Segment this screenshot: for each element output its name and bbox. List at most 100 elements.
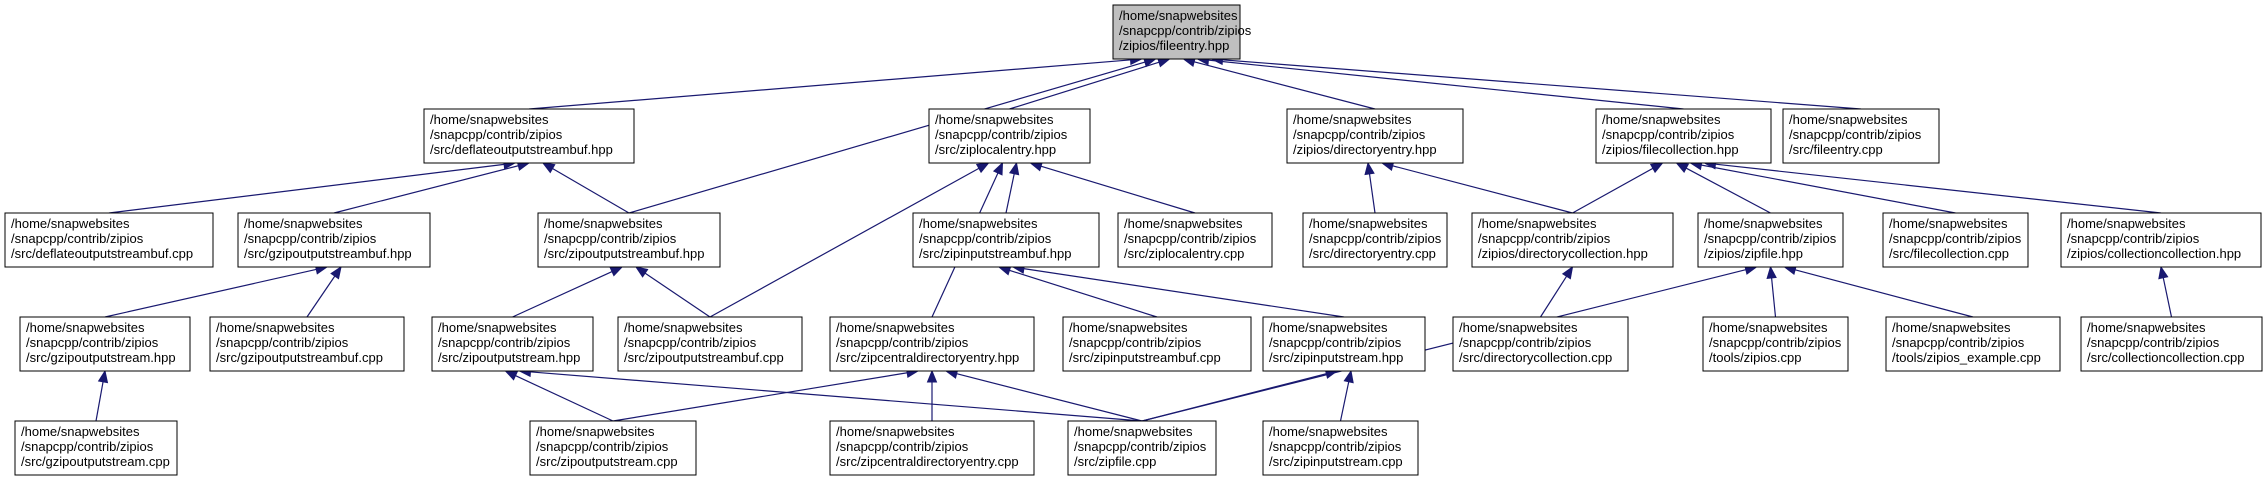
edge-line	[1207, 59, 1684, 110]
node-direntry-hpp[interactable]: /home/snapwebsites/snapcpp/contrib/zipio…	[1286, 108, 1464, 164]
node-label-line: /home/snapwebsites	[1309, 216, 1428, 231]
node-deflate-cpp[interactable]: /home/snapwebsites/snapcpp/contrib/zipio…	[4, 212, 214, 268]
node-label-line: /snapcpp/contrib/zipios	[1789, 127, 1922, 142]
edge-line	[514, 374, 614, 422]
node-label-line: /src/collectioncollection.cpp	[2087, 350, 2245, 365]
node-gzipbuf-cpp[interactable]: /home/snapwebsites/snapcpp/contrib/zipio…	[209, 316, 405, 372]
node-zipios-example-cpp[interactable]: /home/snapwebsites/snapcpp/contrib/zipio…	[1885, 316, 2061, 372]
node-gzipstream-hpp[interactable]: /home/snapwebsites/snapcpp/contrib/zipio…	[19, 316, 191, 372]
node-label-line: /home/snapwebsites	[216, 320, 335, 335]
node-zipinbuf-cpp[interactable]: /home/snapwebsites/snapcpp/contrib/zipio…	[1062, 316, 1252, 372]
node-label-line: /snapcpp/contrib/zipios	[430, 127, 563, 142]
node-zipcentral-cpp[interactable]: /home/snapwebsites/snapcpp/contrib/zipio…	[829, 420, 1035, 476]
node-label-line: /src/gzipoutputstream.hpp	[26, 350, 176, 365]
node-fileentry-hpp: /home/snapwebsites/snapcpp/contrib/zipio…	[1112, 4, 1252, 60]
edge-zipios-example-cpp-to-zipfile-hpp	[1783, 264, 1974, 318]
edge-line	[1700, 164, 1956, 214]
node-label-line: /home/snapwebsites	[1069, 320, 1188, 335]
node-collcoll-hpp[interactable]: /home/snapwebsites/snapcpp/contrib/zipio…	[2060, 212, 2262, 268]
node-filecoll-cpp[interactable]: /home/snapwebsites/snapcpp/contrib/zipio…	[1882, 212, 2029, 268]
arrowhead-icon	[330, 265, 342, 280]
node-zipinbuf-hpp[interactable]: /home/snapwebsites/snapcpp/contrib/zipio…	[912, 212, 1100, 268]
node-direntry-cpp[interactable]: /home/snapwebsites/snapcpp/contrib/zipio…	[1302, 212, 1448, 268]
edge-gzipstream-hpp-to-gzipbuf-hpp	[104, 264, 329, 318]
node-label-line: /snapcpp/contrib/zipios	[2087, 335, 2220, 350]
node-box	[1702, 316, 1849, 372]
node-gzipstream-cpp[interactable]: /home/snapwebsites/snapcpp/contrib/zipio…	[14, 420, 178, 476]
edge-line	[955, 372, 1143, 422]
node-label-line: /home/snapwebsites	[935, 112, 1054, 127]
edge-fileentry-cpp-to-fileentry-hpp	[1210, 54, 1862, 110]
edge-line	[1572, 167, 1655, 214]
node-dircoll-hpp[interactable]: /home/snapwebsites/snapcpp/contrib/zipio…	[1471, 212, 1674, 268]
edge-direntry-cpp-to-direntry-hpp	[1364, 161, 1376, 214]
edge-line	[1221, 59, 1862, 110]
arrowhead-icon	[1766, 265, 1777, 279]
node-zipinstream-hpp[interactable]: /home/snapwebsites/snapcpp/contrib/zipio…	[1262, 316, 1426, 372]
node-zipinstream-cpp[interactable]: /home/snapwebsites/snapcpp/contrib/zipio…	[1262, 420, 1419, 476]
node-label-line: /src/zipinputstreambuf.hpp	[919, 246, 1071, 261]
node-label-line: /src/fileentry.cpp	[1789, 142, 1883, 157]
edge-zipfile-cpp-to-zipinstream-hpp	[1141, 368, 1339, 422]
node-zipoutbuf-cpp[interactable]: /home/snapwebsites/snapcpp/contrib/zipio…	[617, 316, 803, 372]
edge-line	[1039, 165, 1196, 214]
node-label-line: /home/snapwebsites	[1478, 216, 1597, 231]
node-zipoutstream-hpp[interactable]: /home/snapwebsites/snapcpp/contrib/zipio…	[431, 316, 594, 372]
arrowhead-icon	[975, 162, 990, 174]
node-label-line: /src/deflateoutputstreambuf.hpp	[430, 142, 613, 157]
node-label-line: /src/deflateoutputstreambuf.cpp	[11, 246, 193, 261]
edge-zipoutstream-hpp-to-zipoutbuf-hpp	[512, 266, 624, 318]
node-zipcentral-hpp[interactable]: /home/snapwebsites/snapcpp/contrib/zipio…	[829, 316, 1035, 372]
node-zipfile-hpp[interactable]: /home/snapwebsites/snapcpp/contrib/zipio…	[1697, 212, 1844, 268]
node-deflate-hpp[interactable]: /home/snapwebsites/snapcpp/contrib/zipio…	[423, 108, 635, 164]
node-label-line: /home/snapwebsites	[836, 424, 955, 439]
arrowhead-icon	[97, 369, 109, 384]
node-box	[1062, 316, 1252, 372]
node-box	[537, 212, 721, 268]
edge-line	[1009, 61, 1161, 110]
node-label-line: /src/zipcentraldirectoryentry.cpp	[836, 454, 1019, 469]
edge-line	[1770, 276, 1777, 318]
node-label-line: /snapcpp/contrib/zipios	[919, 231, 1052, 246]
edge-zipinbuf-cpp-to-zipinbuf-hpp	[997, 265, 1158, 318]
node-label-line: /zipios/directorycollection.hpp	[1478, 246, 1648, 261]
arrowhead-icon	[926, 369, 938, 383]
node-zipios-cpp[interactable]: /home/snapwebsites/snapcpp/contrib/zipio…	[1702, 316, 1849, 372]
node-label-line: /home/snapwebsites	[1124, 216, 1243, 231]
node-box	[1595, 108, 1772, 164]
node-label-line: /zipios/filecollection.hpp	[1602, 142, 1739, 157]
edge-line	[628, 61, 1147, 214]
node-label-line: /src/zipfile.cpp	[1074, 454, 1156, 469]
node-zipoutbuf-hpp[interactable]: /home/snapwebsites/snapcpp/contrib/zipio…	[537, 212, 721, 268]
node-collcoll-cpp[interactable]: /home/snapwebsites/snapcpp/contrib/zipio…	[2080, 316, 2263, 372]
node-label-line: /home/snapwebsites	[11, 216, 130, 231]
node-label-line: /zipios/zipfile.hpp	[1704, 246, 1803, 261]
edge-filecoll-cpp-to-filecoll-hpp	[1689, 159, 1956, 214]
edge-line	[2162, 276, 2173, 318]
node-zipoutstream-cpp[interactable]: /home/snapwebsites/snapcpp/contrib/zipio…	[529, 420, 697, 476]
node-ziplocal-cpp[interactable]: /home/snapwebsites/snapcpp/contrib/zipio…	[1117, 212, 1273, 268]
edge-line	[306, 274, 336, 318]
edge-ziplocal-cpp-to-ziplocal-hpp	[1029, 161, 1196, 214]
node-dircoll-cpp[interactable]: /home/snapwebsites/snapcpp/contrib/zipio…	[1452, 316, 1629, 372]
node-box	[4, 212, 214, 268]
node-label-line: /home/snapwebsites	[536, 424, 655, 439]
node-filecoll-hpp[interactable]: /home/snapwebsites/snapcpp/contrib/zipio…	[1595, 108, 1772, 164]
node-label-line: /snapcpp/contrib/zipios	[1069, 335, 1202, 350]
node-zipfile-cpp[interactable]: /home/snapwebsites/snapcpp/contrib/zipio…	[1067, 420, 1217, 476]
edge-deflate-hpp-to-fileentry-hpp	[528, 54, 1143, 110]
node-ziplocal-hpp[interactable]: /home/snapwebsites/snapcpp/contrib/zipio…	[928, 108, 1091, 164]
node-fileentry-cpp[interactable]: /home/snapwebsites/snapcpp/contrib/zipio…	[1782, 108, 1940, 164]
node-label-line: /home/snapwebsites	[1602, 112, 1721, 127]
edge-line	[1714, 163, 2162, 214]
node-label-line: /snapcpp/contrib/zipios	[1309, 231, 1442, 246]
edge-line	[512, 270, 614, 318]
edge-zipoutbuf-cpp-to-zipoutbuf-hpp	[634, 266, 711, 318]
node-box	[928, 108, 1091, 164]
node-box	[912, 212, 1100, 268]
arrowhead-icon	[992, 161, 1004, 176]
node-gzipbuf-hpp[interactable]: /home/snapwebsites/snapcpp/contrib/zipio…	[237, 212, 431, 268]
node-label-line: /snapcpp/contrib/zipios	[26, 335, 159, 350]
node-label-line: /home/snapwebsites	[1293, 112, 1412, 127]
